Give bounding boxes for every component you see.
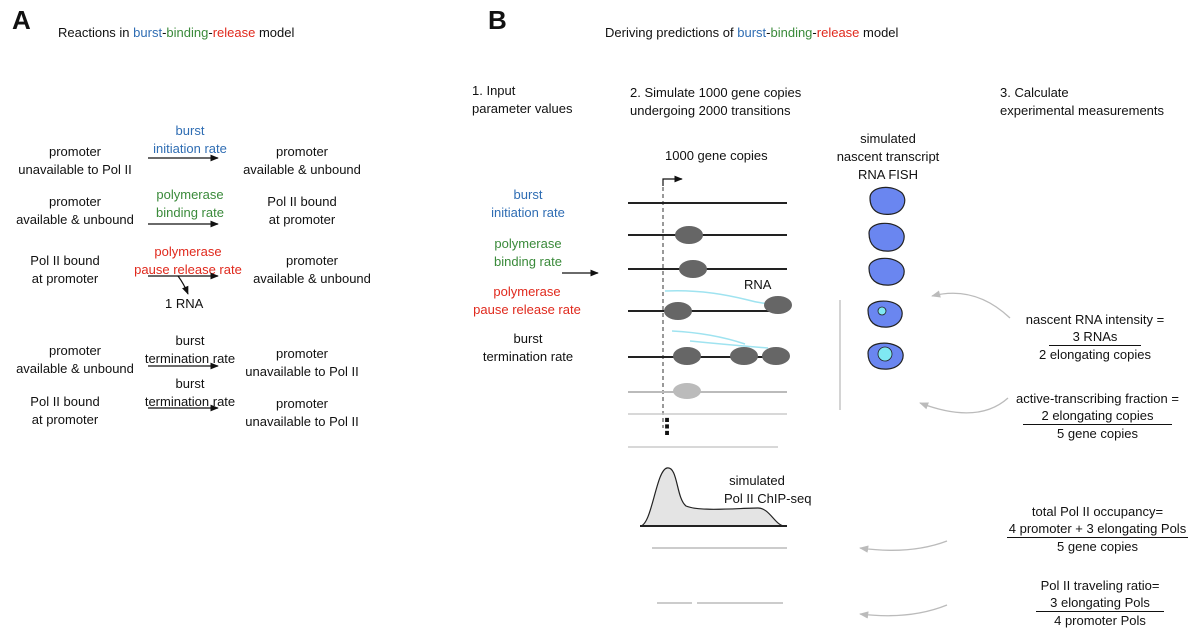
tss-arrow: [662, 175, 683, 186]
panel-a-title: Reactions in burst-binding-release model: [58, 25, 295, 40]
rna-strand: [671, 330, 746, 345]
transcription-spot: [877, 306, 887, 316]
measurement-nascent-rna-intensity: nascent RNA intensity = 3 RNAs 2 elongat…: [1025, 312, 1165, 362]
polymerase: [764, 296, 792, 314]
polymerase: [730, 347, 758, 365]
rna-strand: [664, 289, 777, 305]
polymerase-faded: [673, 383, 701, 399]
rna-label: RNA: [744, 277, 772, 292]
transcription-spot: [877, 346, 893, 362]
measurement-arrow: [919, 397, 1009, 414]
cell: [868, 222, 905, 252]
panel-a-letter: A: [12, 5, 31, 35]
reaction-3-rna-arrow: [177, 275, 189, 295]
panel-b-title: Deriving predictions of burst-binding-re…: [605, 25, 899, 40]
polymerase: [675, 226, 703, 244]
polymerase: [762, 347, 790, 365]
measurement-total-pol2-occupancy: total Pol II occupancy= 4 promoter + 3 e…: [1006, 504, 1189, 554]
measurement-traveling-ratio: Pol II traveling ratio= 3 elongating Pol…: [1010, 577, 1190, 629]
chip-seq-profile: [639, 467, 786, 527]
measurement-active-fraction: active-transcribing fraction = 2 elongat…: [1016, 391, 1179, 441]
polymerase: [679, 260, 707, 278]
ellipsis-more-genes: ⋮: [656, 414, 678, 439]
cell: [868, 257, 905, 286]
rna-strand: [689, 340, 769, 349]
measurement-arrow: [859, 540, 948, 553]
cell: [869, 186, 906, 215]
polymerase: [664, 302, 692, 320]
measurement-arrow: [931, 290, 1011, 319]
panel-b-letter: B: [488, 5, 507, 35]
reaction-3-rna-product: 1 RNA: [165, 296, 204, 311]
polymerase: [673, 347, 701, 365]
measurement-arrow: [859, 604, 948, 619]
gene-copies-label: 1000 gene copies: [665, 148, 768, 163]
